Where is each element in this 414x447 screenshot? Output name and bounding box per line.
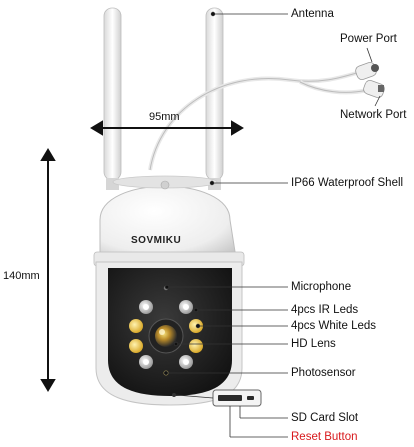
hd-lens xyxy=(148,318,184,354)
white-led-bottom-right xyxy=(179,355,193,369)
ir-led-left-top xyxy=(129,319,143,333)
ir-leds-label: 4pcs IR Leds xyxy=(291,304,359,316)
white-led-top-left xyxy=(139,300,153,314)
network-port-label: Network Port xyxy=(340,109,407,121)
antenna-right xyxy=(205,7,224,190)
photosensor-label: Photosensor xyxy=(291,367,356,379)
white-led-top-right xyxy=(179,300,193,314)
microphone-label: Microphone xyxy=(291,281,352,293)
network-port-connector xyxy=(363,80,385,98)
ir-led-right-bottom xyxy=(189,339,203,353)
sd-card-slot-label: SD Card Slot xyxy=(291,412,359,424)
antenna-left xyxy=(103,7,122,190)
waterproof-shell-label: IP66 Waterproof Shell xyxy=(291,177,404,189)
sd-card-slot-inset xyxy=(212,389,262,407)
width-dimension-arrow xyxy=(90,120,244,136)
antenna-label: Antenna xyxy=(291,8,334,20)
leader-lines xyxy=(163,11,381,438)
waterproof-shell xyxy=(99,185,237,259)
ir-led-left-bottom xyxy=(129,339,143,353)
hd-lens-label: HD Lens xyxy=(291,338,336,350)
width-dimension-label: 95mm xyxy=(149,111,180,123)
power-cable xyxy=(148,70,361,171)
white-leds-label: 4pcs White Leds xyxy=(291,320,377,332)
height-dimension-label: 140mm xyxy=(3,270,40,282)
brand-logo: SOVMIKU xyxy=(131,235,182,246)
power-port-label: Power Port xyxy=(340,33,397,45)
white-led-bottom-left xyxy=(139,355,153,369)
power-port-connector xyxy=(355,62,379,80)
reset-button-label: Reset Button xyxy=(291,431,358,443)
height-dimension-arrow xyxy=(40,148,56,392)
